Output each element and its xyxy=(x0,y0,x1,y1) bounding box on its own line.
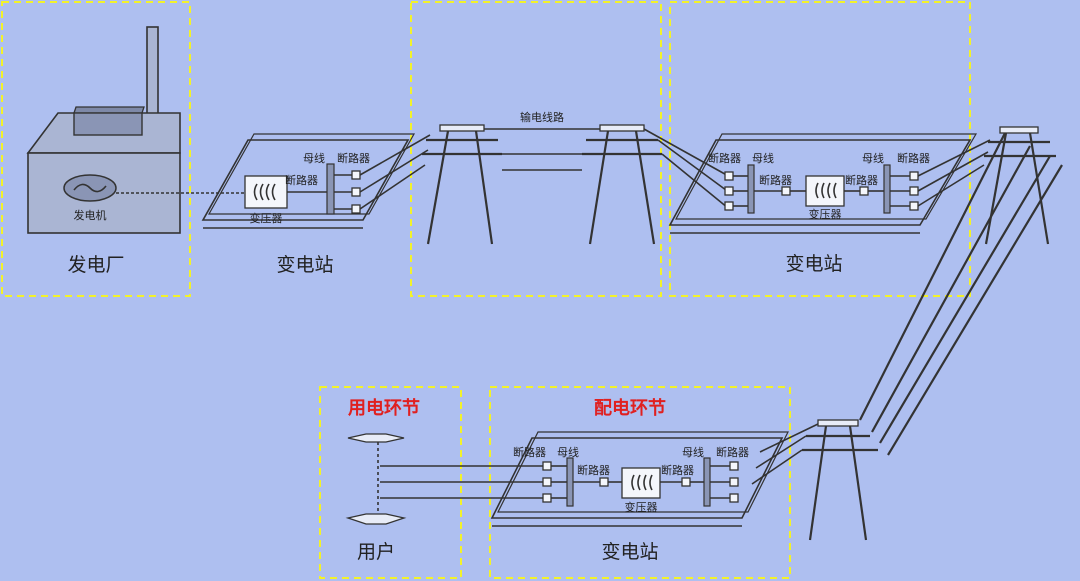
s2-breaker-right-label: 断路器 xyxy=(897,151,930,165)
s1-breaker-side-label: 断路器 xyxy=(285,173,318,187)
substation-3 xyxy=(490,431,789,527)
substation-2-region xyxy=(669,1,971,297)
diagonal-wire-3 xyxy=(879,155,1051,444)
generator-label: 发电机 xyxy=(74,208,107,222)
s1-breaker-top-label: 断路器 xyxy=(337,151,370,165)
s1-coil-lines xyxy=(253,183,276,201)
plant-roof-block xyxy=(73,112,143,136)
tower-2 xyxy=(582,124,662,245)
s2-transformer-label: 变压器 xyxy=(809,207,842,221)
transmission-region xyxy=(410,1,662,297)
s3-busbar-left-icon xyxy=(566,457,574,507)
diagonal-wire-1 xyxy=(859,132,1006,421)
user-label: 用户 xyxy=(357,541,395,563)
s3-busbar-left-label: 母线 xyxy=(557,445,579,459)
substation-1 xyxy=(201,133,416,229)
s3-busbar-right-icon xyxy=(703,457,711,507)
usage-stage-label: 用电环节 xyxy=(348,397,420,419)
tower-3 xyxy=(984,126,1056,245)
s3-transformer-icon xyxy=(621,467,661,499)
user-bottom-plate xyxy=(345,513,407,525)
s2-platform xyxy=(668,139,972,226)
usage-stage-region xyxy=(319,386,462,579)
s1-breaker-2 xyxy=(351,187,361,197)
s1-busbar-label: 母线 xyxy=(303,151,325,165)
s1-platform-rail xyxy=(207,133,416,215)
s3-platform-rail xyxy=(497,431,789,513)
substation-2 xyxy=(668,133,978,234)
s3-breaker-mid-label: 断路器 xyxy=(577,463,610,477)
substation-3-label: 变电站 xyxy=(601,541,658,563)
s3-breaker-right-label: 断路器 xyxy=(716,445,749,459)
s2-breaker-left-label: 断路器 xyxy=(708,151,741,165)
s2-platform-rail xyxy=(674,133,978,220)
s2-breaker-mid-label: 断路器 xyxy=(759,173,792,187)
s1-transformer-label: 变压器 xyxy=(250,211,283,225)
s3-breaker-right-in-label: 断路器 xyxy=(661,463,694,477)
tower-4 xyxy=(802,419,878,541)
s2-busbar-left-label: 母线 xyxy=(752,151,774,165)
s3-busbar-right-label: 母线 xyxy=(682,445,704,459)
s3-platform xyxy=(490,437,784,519)
power-plant-label: 发电厂 xyxy=(67,254,124,276)
s1-breaker-1 xyxy=(351,170,361,180)
sine-wave-icon xyxy=(73,183,107,193)
s3-breaker-left-label: 断路器 xyxy=(513,445,546,459)
s3-transformer-label: 变压器 xyxy=(625,500,658,514)
user-connector xyxy=(345,433,407,525)
tower-1 xyxy=(422,124,502,245)
distribution-stage-label: 配电环节 xyxy=(594,397,666,419)
user-top-plate xyxy=(347,433,405,443)
s1-platform xyxy=(201,139,410,221)
s1-busbar-icon xyxy=(326,163,335,215)
s2-breaker-right-in-label: 断路器 xyxy=(845,173,878,187)
transmission-line-label: 输电线路 xyxy=(520,110,564,124)
power-plant-region xyxy=(1,1,191,297)
power-plant xyxy=(26,26,181,234)
substation-2-label: 变电站 xyxy=(785,253,842,275)
diagonal-wire-4 xyxy=(887,164,1063,456)
s2-busbar-right-label: 母线 xyxy=(862,151,884,165)
diagonal-wire-2 xyxy=(871,145,1031,433)
distribution-stage-region xyxy=(489,386,791,579)
s2-busbar-left-icon xyxy=(747,164,755,214)
s2-transformer-icon xyxy=(805,175,845,207)
s1-breaker-3 xyxy=(351,204,361,214)
s2-busbar-right-icon xyxy=(883,164,891,214)
chimney xyxy=(146,26,159,123)
substation-1-label: 变电站 xyxy=(276,254,333,276)
plant-roof-top xyxy=(73,106,145,114)
